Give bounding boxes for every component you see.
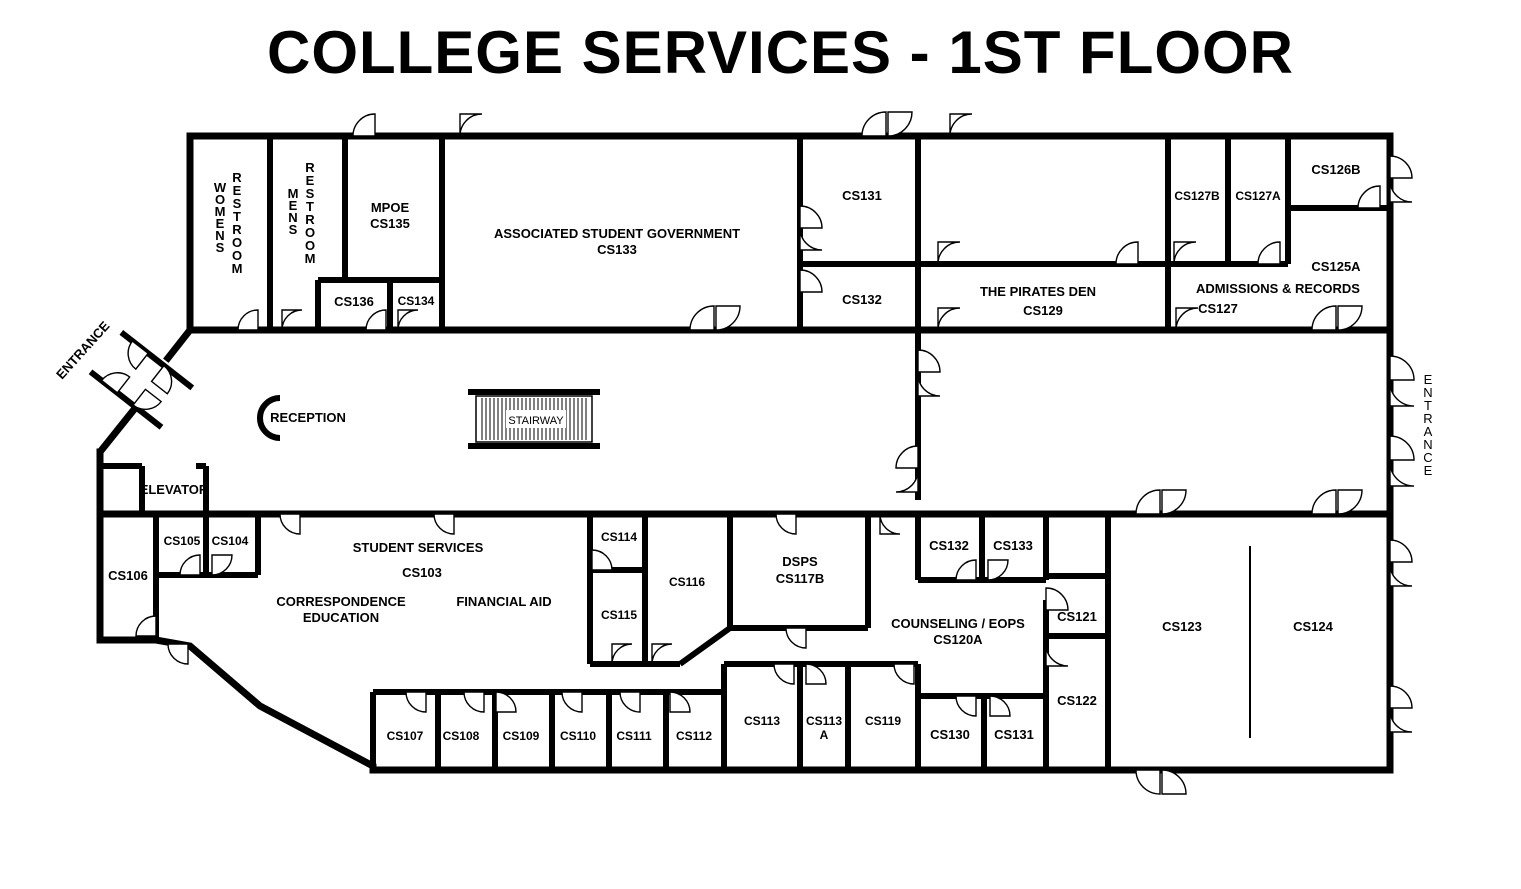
room-cs133-label: CS133 (597, 242, 637, 257)
room-admissions-label: ADMISSIONS & RECORDS (1196, 281, 1360, 296)
room-cs112-label: CS112 (676, 729, 712, 743)
room-mpoe-label: MPOE (371, 200, 410, 215)
reception-label: RECEPTION (270, 410, 346, 425)
room-cs113a-label: CS113 (806, 714, 842, 728)
room-cs113-label: CS113 (744, 714, 780, 728)
room-cs103-label: CS103 (402, 565, 442, 580)
room-cs108-label: CS108 (443, 729, 480, 743)
room-cs104-label: CS104 (212, 534, 249, 548)
page-title: COLLEGE SERVICES - 1ST FLOOR (266, 19, 1295, 86)
room-cs117b-label: CS117B (776, 571, 824, 586)
room-cs120a-label: CS120A (933, 632, 983, 647)
elevator-label: ELEVATOR (140, 482, 209, 497)
room-cs105-label: CS105 (164, 534, 201, 548)
room-cs126b-label: CS126B (1311, 162, 1360, 177)
room-cs110-label: CS110 (560, 729, 596, 743)
room-cs121-label: CS121 (1057, 609, 1097, 624)
room-asg-label: ASSOCIATED STUDENT GOVERNMENT (494, 226, 740, 241)
room-cs113a-suffix-label: A (820, 728, 829, 742)
room-pirates-den-label: THE PIRATES DEN (980, 284, 1096, 299)
room-cs131-bottom-label: CS131 (994, 727, 1034, 742)
room-cs130-label: CS130 (930, 727, 970, 742)
room-cs131-top-label: CS131 (842, 188, 882, 203)
room-cs106-label: CS106 (108, 568, 148, 583)
room-cs125a-label: CS125A (1311, 259, 1361, 274)
room-cs132-bottom-label: CS132 (929, 538, 969, 553)
room-cs123-label: CS123 (1162, 619, 1202, 634)
room-cs111-label: CS111 (616, 729, 652, 743)
room-cs107-label: CS107 (387, 729, 424, 743)
room-cs134-label: CS134 (398, 294, 435, 308)
room-cs109-label: CS109 (503, 729, 540, 743)
room-cs119-label: CS119 (865, 714, 901, 728)
room-cs136-label: CS136 (334, 294, 374, 309)
room-cs122-label: CS122 (1057, 693, 1097, 708)
room-cs135-label: CS135 (370, 216, 410, 231)
stairway-symbol (468, 389, 600, 449)
room-correspondence-label: CORRESPONDENCE (276, 594, 406, 609)
room-cs127-label: CS127 (1198, 301, 1238, 316)
reception-desk-icon (257, 395, 281, 441)
room-education-label: EDUCATION (303, 610, 379, 625)
stairway-treads (475, 395, 593, 443)
room-cs127a-label: CS127A (1235, 189, 1281, 203)
room-cs124-label: CS124 (1293, 619, 1334, 634)
doors (135, 111, 1415, 795)
west-entrance-vestibule (88, 330, 195, 430)
room-cs116-label: CS116 (669, 575, 705, 589)
room-financial-aid-label: FINANCIAL AID (456, 594, 551, 609)
room-cs133-bottom-label: CS133 (993, 538, 1033, 553)
stairway-label: STAIRWAY (508, 415, 564, 427)
room-counseling-label: COUNSELING / EOPS (891, 616, 1025, 631)
room-cs115-label: CS115 (601, 608, 637, 622)
room-cs127b-label: CS127B (1174, 189, 1220, 203)
room-student-services-label: STUDENT SERVICES (353, 540, 484, 555)
room-cs129-label: CS129 (1023, 303, 1063, 318)
room-dsps-label: DSPS (782, 554, 818, 569)
room-cs132-top-label: CS132 (842, 292, 882, 307)
room-cs114-label: CS114 (601, 530, 637, 544)
building-walls (96, 132, 1394, 774)
